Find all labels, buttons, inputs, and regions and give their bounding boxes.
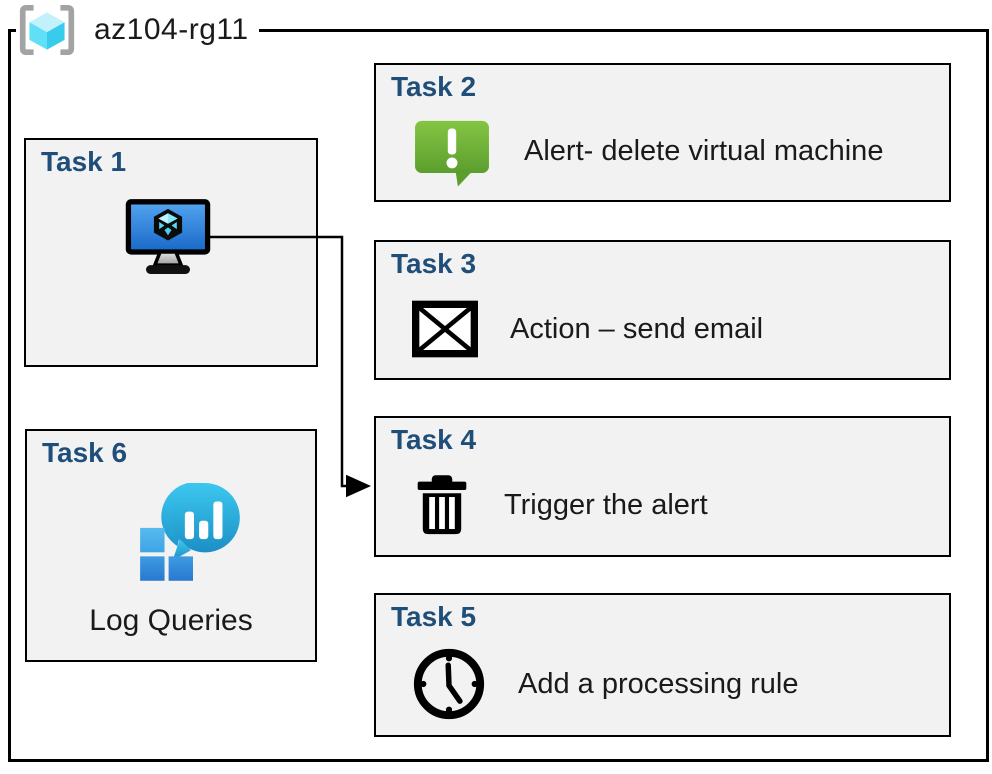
task-1-title: Task 1 <box>41 146 127 177</box>
task-2-label: Alert- delete virtual machine <box>524 135 884 167</box>
task-2-title: Task 2 <box>391 71 477 102</box>
task-3-card: Task 3 Action – send email <box>374 240 951 380</box>
task-6-label: Log Queries <box>89 604 253 637</box>
task-5-label: Add a processing rule <box>518 667 799 700</box>
task-6-card: Task 6 Log Queries <box>25 429 317 662</box>
alert-icon <box>415 120 489 186</box>
task-6-title: Task 6 <box>42 437 128 468</box>
task-1-card: Task 1 az104-11-vm0 <box>24 138 318 464</box>
log-queries-icon <box>140 483 240 581</box>
task-3-title: Task 3 <box>391 248 477 279</box>
email-icon <box>412 300 478 358</box>
task-5-card: Task 5 Add a processing rule <box>374 593 951 737</box>
task-5-title: Task 5 <box>391 601 477 632</box>
resource-group-name: az104-rg11 <box>94 13 249 46</box>
trash-icon <box>417 474 467 534</box>
resource-group-icon <box>19 4 75 56</box>
clock-icon <box>413 648 485 720</box>
task-4-title: Task 4 <box>391 424 477 455</box>
task-4-card: Task 4 Trigger the alert <box>374 416 951 557</box>
task-4-label: Trigger the alert <box>504 489 708 521</box>
task-2-card: Task 2 Alert- delete virtual machine <box>374 63 951 202</box>
task-3-label: Action – send email <box>510 312 764 345</box>
virtual-machine-icon <box>125 199 211 274</box>
resource-group-legend: az104-rg11 <box>16 2 259 58</box>
